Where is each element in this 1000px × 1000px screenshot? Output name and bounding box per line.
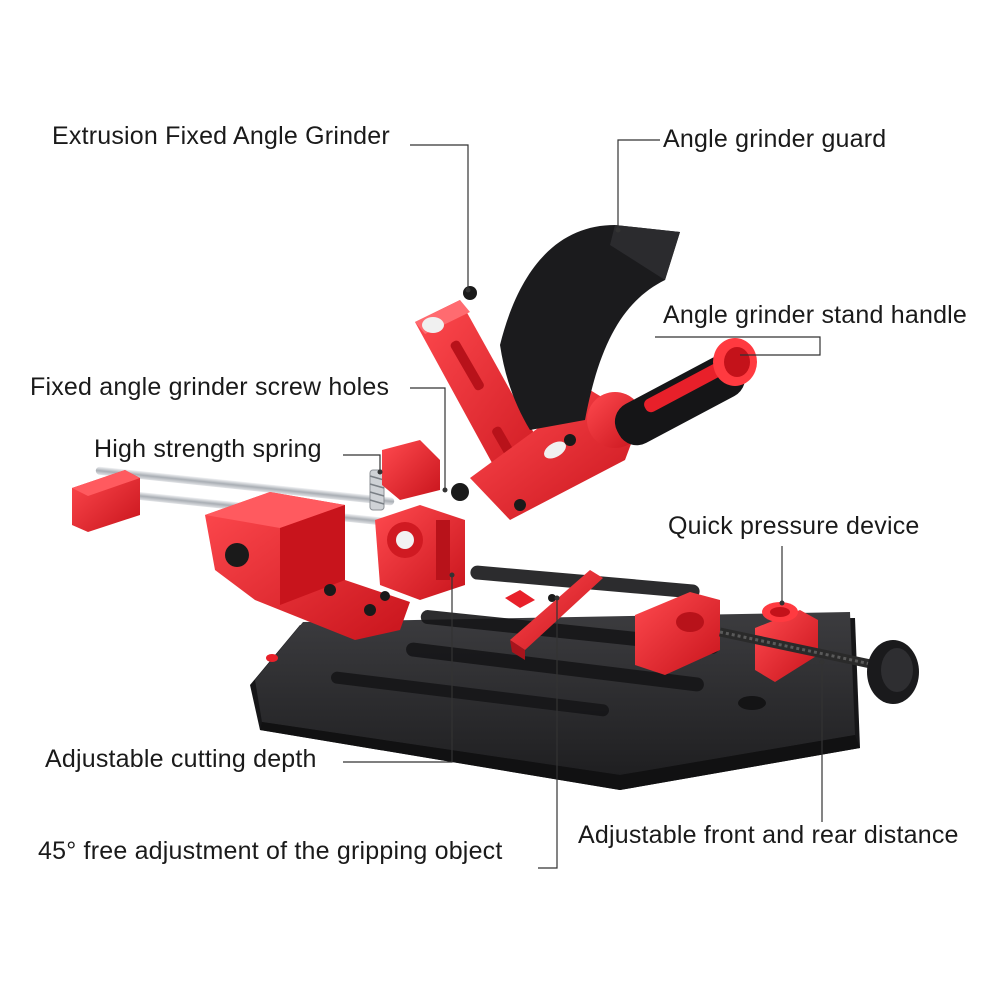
leader-lines [343, 139, 825, 869]
pivot-housing [375, 505, 465, 600]
label-spring: High strength spring [94, 435, 322, 463]
spring [369, 469, 385, 511]
label-screw-holes: Fixed angle grinder screw holes [30, 373, 390, 401]
label-quick-pressure: Quick pressure device [668, 512, 920, 540]
label-gripping: 45° free adjustment of the gripping obje… [38, 837, 503, 865]
label-extrusion-fixed: Extrusion Fixed Angle Grinder [52, 122, 390, 150]
angle-grinder-guard [500, 225, 680, 430]
label-handle: Angle grinder stand handle [663, 301, 968, 329]
quick-pressure-vice [635, 592, 919, 704]
label-cutting-depth: Adjustable cutting depth [45, 745, 317, 773]
stand-handle [587, 338, 757, 448]
label-guard: Angle grinder guard [663, 125, 887, 153]
clamp-carriage [205, 492, 410, 640]
label-front-rear: Adjustable front and rear distance [578, 821, 959, 849]
spring-bracket [382, 440, 440, 500]
